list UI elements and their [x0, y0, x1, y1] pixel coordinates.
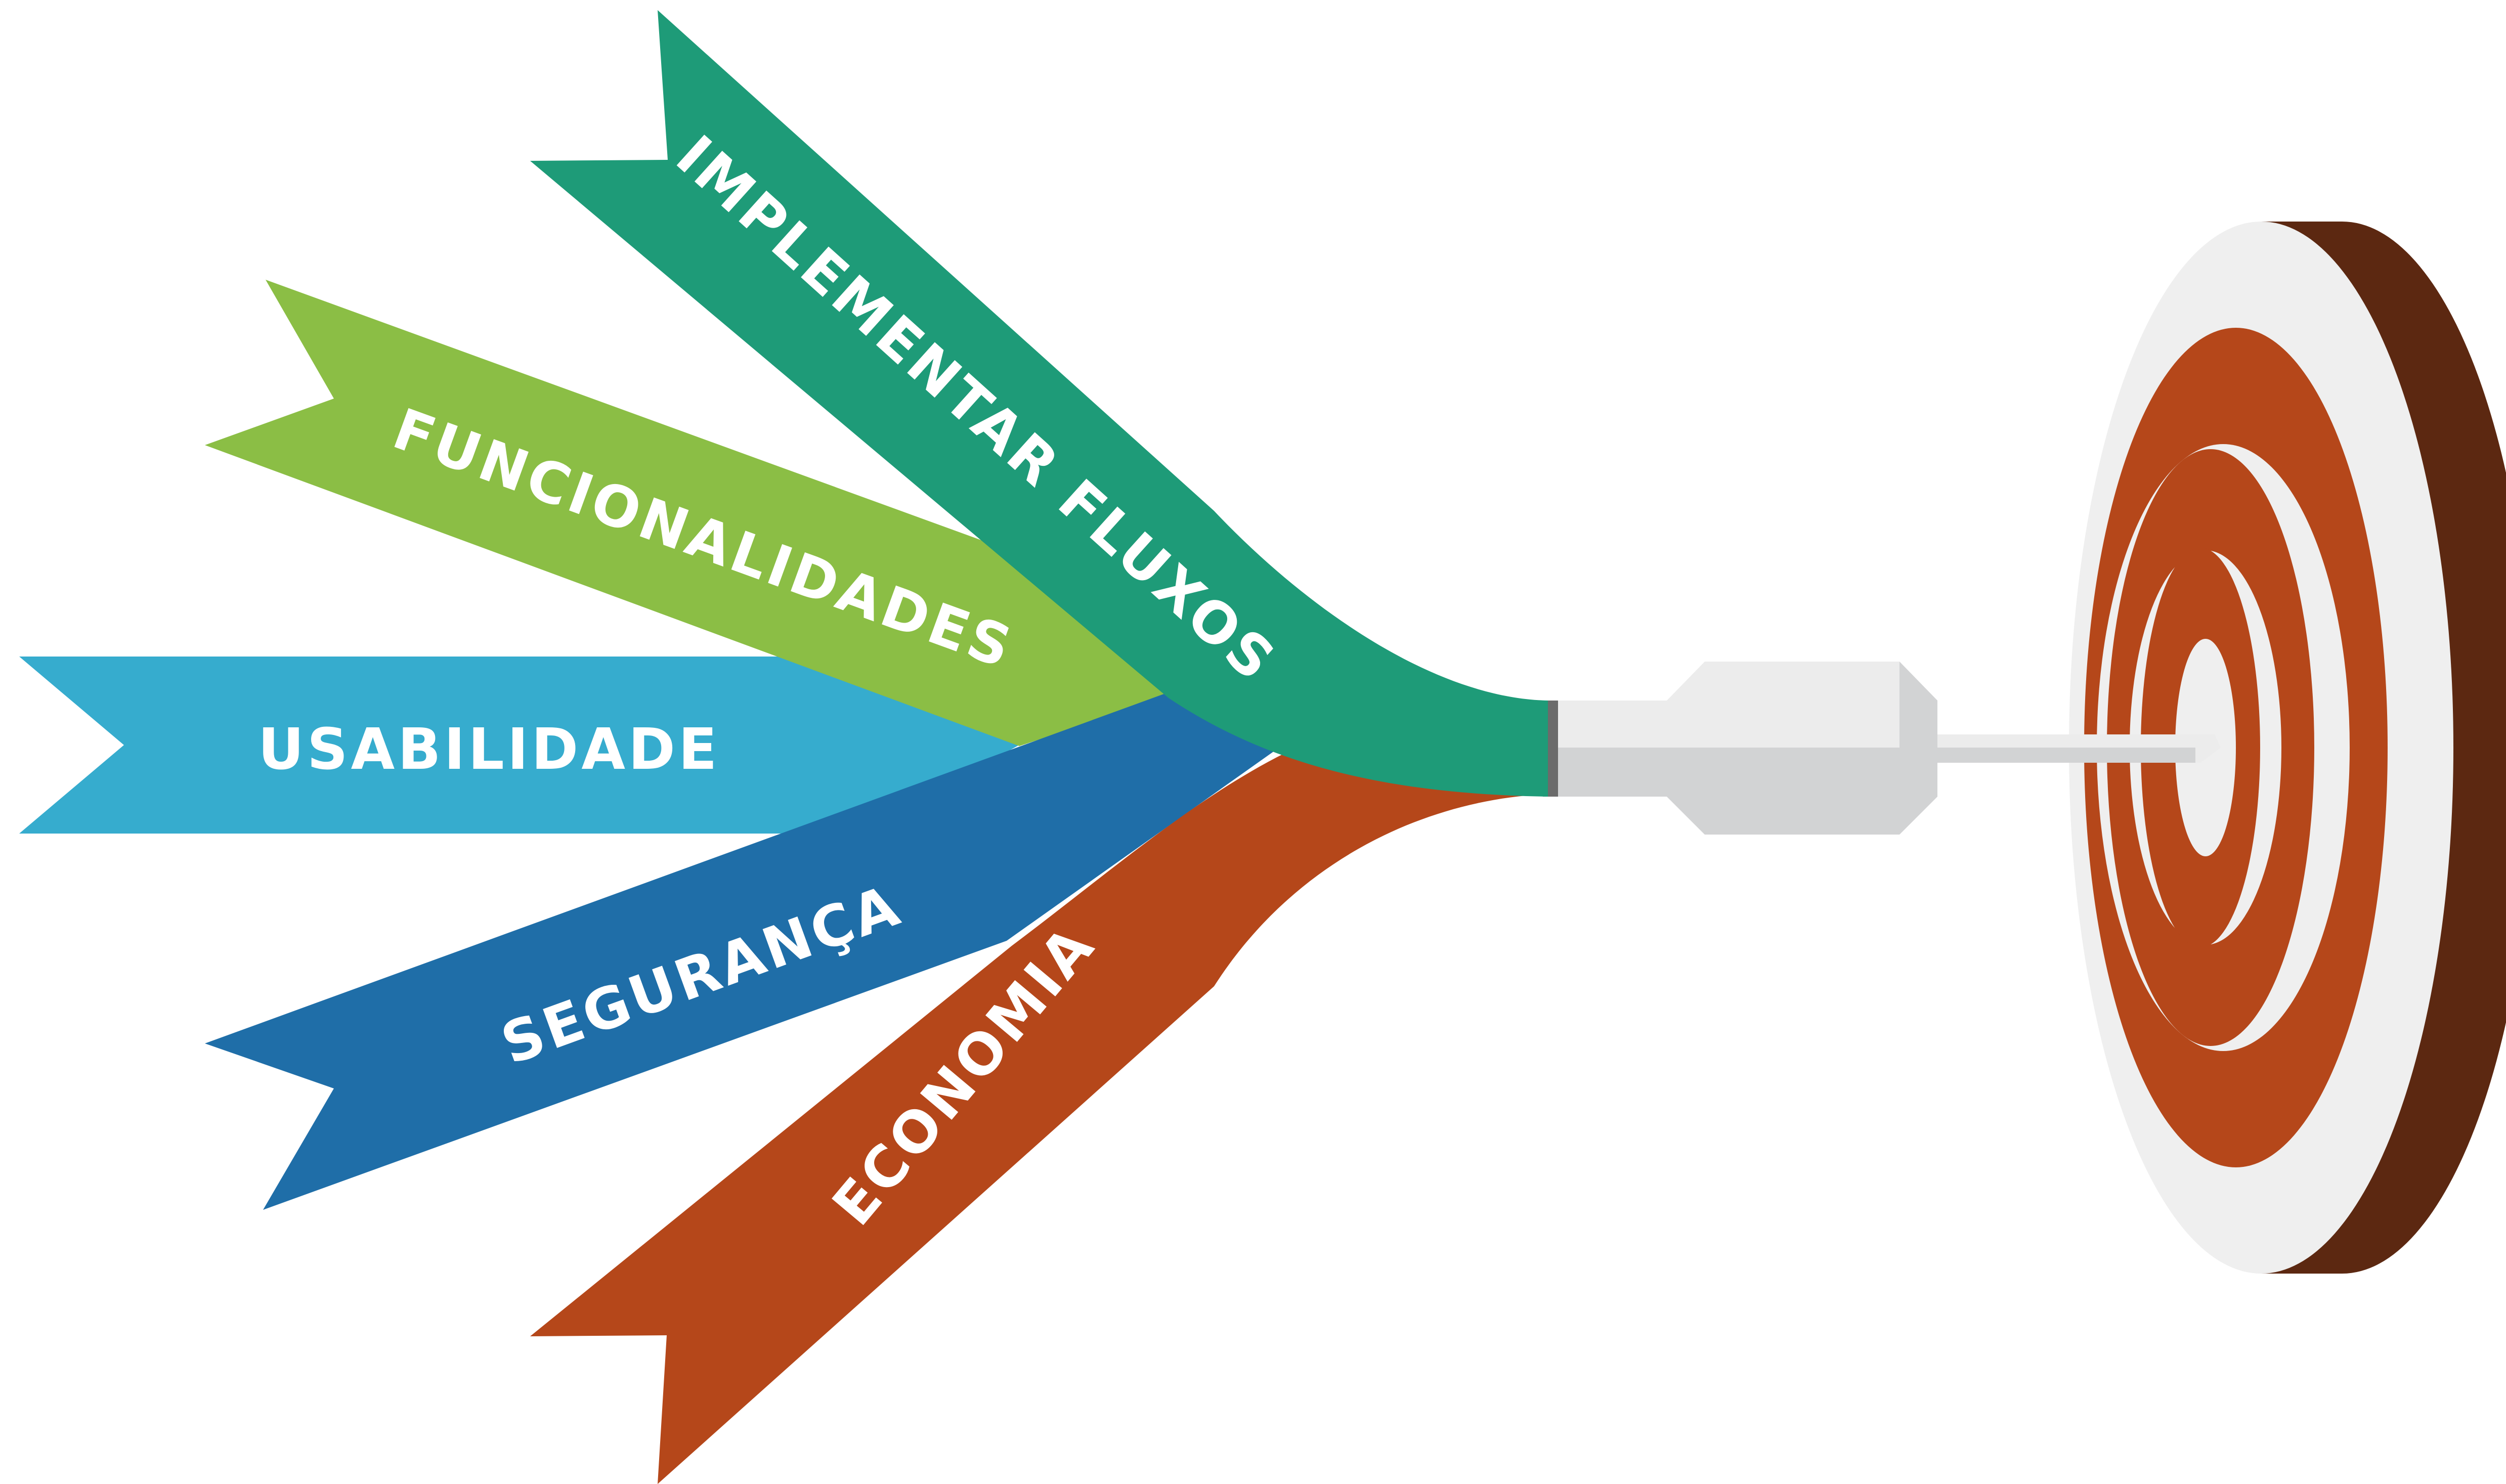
ribbon-usabilidade-shape	[19, 657, 1022, 834]
ribbon-seguranca-shape	[205, 690, 1285, 1210]
ribbon-economia-shape	[530, 744, 1548, 1484]
dart-shaft-shade	[1932, 748, 2195, 763]
dart-barrel-shade	[1667, 748, 1937, 835]
ribbon-usabilidade-label: USABILIDADE	[258, 717, 720, 782]
dart-barrel-bevel	[1899, 662, 1937, 748]
ribbon-funcionalidades-shape	[205, 280, 1174, 746]
ribbon-implementar-fluxos-shape	[530, 10, 1548, 797]
dart	[1543, 662, 2221, 835]
dart-neck-shade	[1548, 748, 1669, 797]
target	[2069, 222, 2506, 1274]
ribbon-usabilidade: USABILIDADE	[19, 657, 1022, 834]
